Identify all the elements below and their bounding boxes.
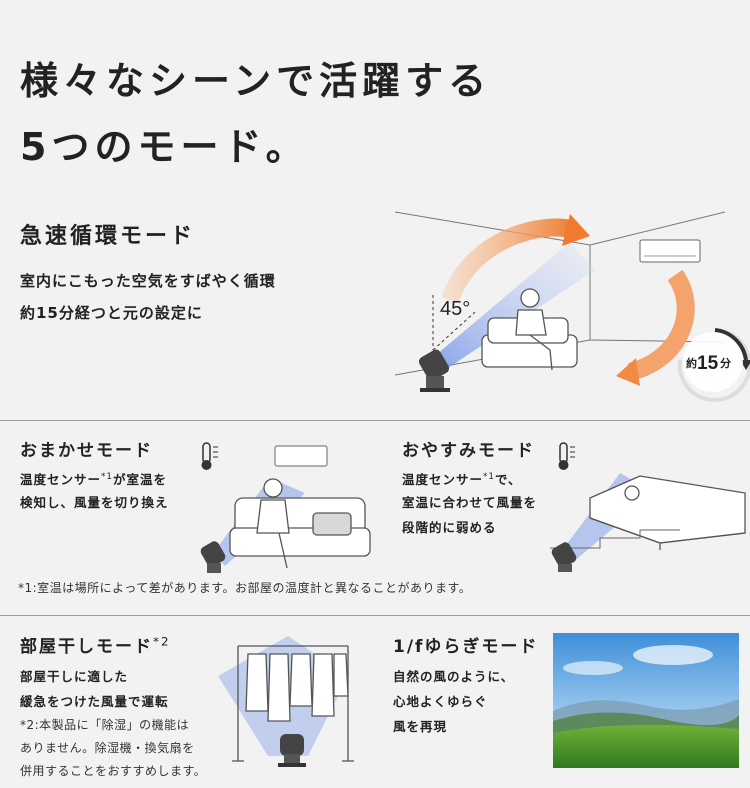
svg-text:約: 約: [686, 356, 697, 370]
omakase-mode-illustration: [200, 442, 371, 573]
fan-icon: [200, 541, 226, 573]
rapid-mode-title: 急速循環モード: [20, 224, 196, 249]
floor-steps: [550, 529, 680, 549]
landscape-photo: [553, 633, 739, 768]
angle-label: 45°: [440, 298, 470, 320]
oyasumi-mode-title: おやすみモード: [402, 441, 535, 461]
heya-mode-note-line3: 併用することをおすすめします。: [20, 764, 207, 778]
thermometer-icon: [201, 442, 218, 470]
heya-mode-note-line1: *2:本製品に「除湿」の機能は: [20, 718, 190, 732]
airflow-arrow-1: [441, 218, 578, 304]
footnote-1: *1:室温は場所によって差があります。お部屋の温度計と異なることがあります。: [18, 581, 472, 595]
rapid-mode-desc-line2: 約15分経つと元の設定に: [20, 304, 203, 322]
timer-arrow-icon: 約 15 分: [677, 328, 750, 402]
air-conditioner: [274, 445, 328, 467]
thermometer-icon: [558, 442, 575, 470]
fan-icon: [418, 349, 450, 392]
heya-mode-desc-line1: 部屋干しに適した: [20, 669, 129, 684]
svg-text:15: 15: [697, 353, 719, 374]
oyasumi-mode-desc-line1: 温度センサー*1で、: [402, 472, 522, 488]
headline-line1: 様々なシーンで活躍する: [20, 59, 492, 103]
sofa-person: [481, 288, 578, 371]
divider-2: [0, 615, 750, 616]
clothes-rack: [232, 645, 354, 762]
airflow-arrow-2: [627, 269, 695, 381]
oyasumi-mode-desc-line2: 室温に合わせて風量を: [402, 495, 538, 510]
rapid-mode-desc-line1: 室内にこもった空気をすばやく循環: [20, 272, 276, 290]
oyasumi-mode-illustration: [550, 442, 746, 572]
yuragi-mode-title: 1/fゆらぎモード: [393, 637, 539, 657]
air-conditioner: [639, 239, 701, 263]
divider-1: [0, 420, 750, 421]
omakase-mode-title: おまかせモード: [20, 441, 153, 461]
fan-icon: [551, 542, 577, 572]
sofa-person: [229, 478, 371, 569]
airflow-blue-beam: [430, 242, 595, 370]
headline-line2: 5つのモード。: [20, 125, 309, 169]
oyasumi-mode-desc-line3: 段階的に弱める: [402, 520, 497, 535]
heya-mode-title: 部屋干しモード*2: [20, 634, 171, 657]
heya-mode-illustration: [218, 636, 354, 767]
svg-text:分: 分: [720, 356, 731, 370]
bed-person: [589, 475, 746, 550]
yuragi-mode-desc-line1: 自然の風のように、: [393, 669, 515, 684]
fan-icon: [278, 734, 306, 767]
omakase-mode-desc-line2: 検知し、風量を切り換え: [20, 495, 169, 510]
heya-mode-desc-line2: 緩急をつけた風量で運転: [20, 694, 169, 709]
heya-mode-note-line2: ありません。除湿機・換気扇を: [20, 741, 195, 755]
yuragi-mode-desc-line3: 風を再現: [393, 719, 448, 734]
rapid-mode-illustration: 45° 約 15 分: [394, 211, 750, 402]
yuragi-mode-desc-line2: 心地よくゆらぐ: [393, 694, 488, 709]
omakase-mode-desc-line1: 温度センサー*1が室温を: [20, 472, 167, 488]
